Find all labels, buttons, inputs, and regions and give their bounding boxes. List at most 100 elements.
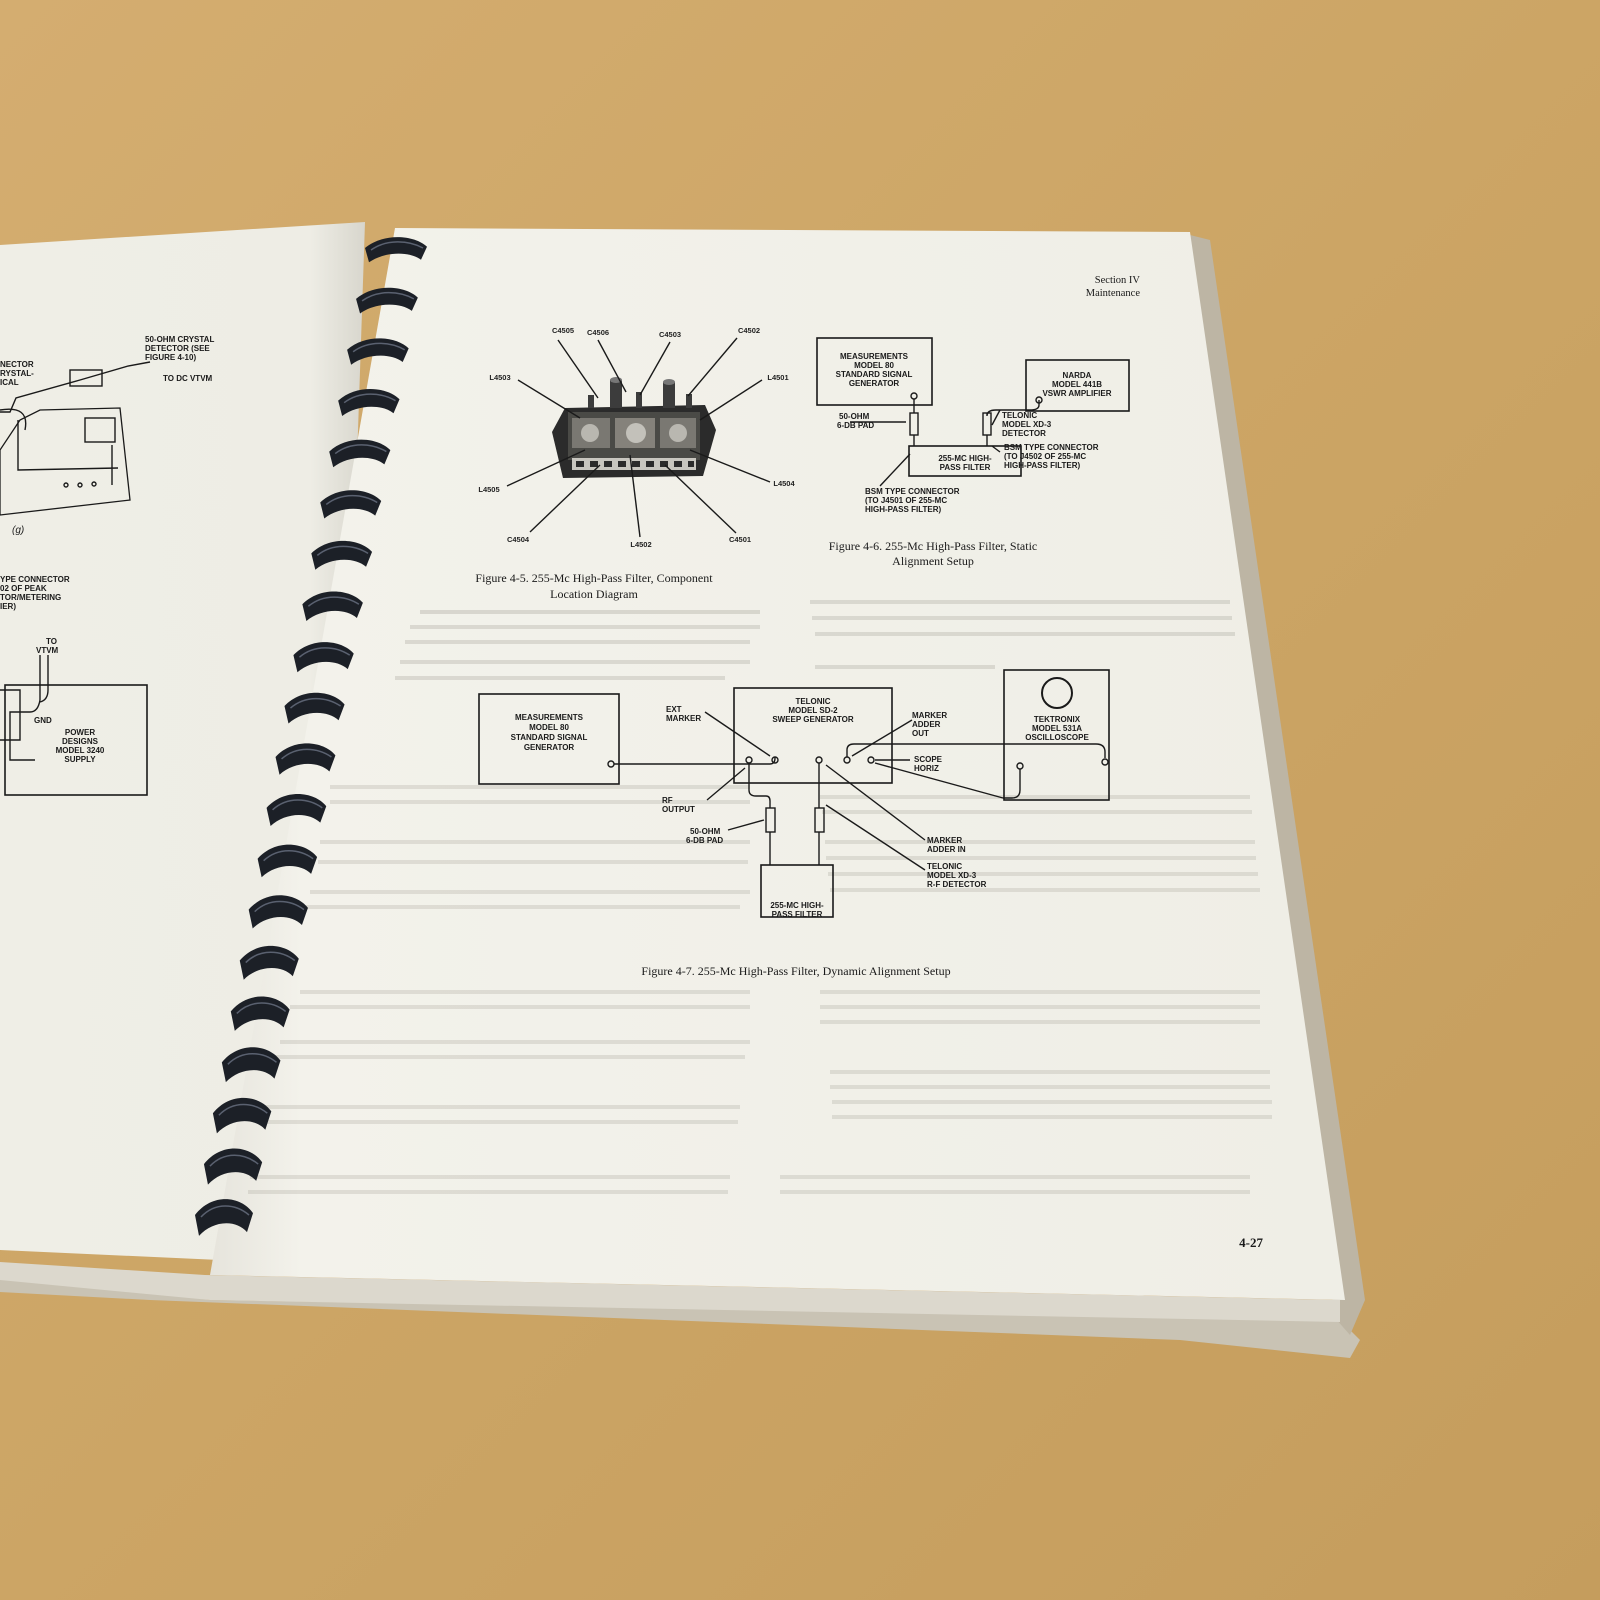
binding-highlight [200,1205,250,1218]
dyn-filter-box [760,864,834,918]
label-l4503: L4503 [489,373,510,382]
connector-right-line-2: (TO J4502 OF 255-MC [1004,452,1086,461]
binding-highlight [307,596,360,607]
book-cover-edge [0,1275,1360,1358]
binding-highlight [281,748,332,760]
sweep-generator-box [733,687,893,784]
pad-line-1: 50-OHM [839,412,870,421]
dyn-pad-line-2: 6-DB PAD [686,836,723,845]
type-connector-4: IER) [0,602,16,611]
sweep-line-2: MODEL SD-2 [788,706,838,715]
detector-line-2: MODEL XD-3 [1002,420,1052,429]
connector-left-line-3: HIGH-PASS FILTER) [865,505,941,514]
binding-highlight [352,342,406,353]
figure-4-6-caption-2: Alignment Setup [892,554,974,568]
supply-line-2: DESIGNS [62,737,99,746]
label-l4504: L4504 [773,479,795,488]
type-connector-3: TOR/METERING [0,593,61,602]
oscilloscope-box [1003,669,1110,801]
binding-highlight [227,1053,277,1065]
signal-generator-line-2: MODEL 80 [529,723,569,732]
marker-adder-out-line-1: MARKER [912,711,947,720]
amplifier-box [1025,359,1130,412]
signal-generator-line-3: STANDARD SIGNAL [511,733,588,742]
scope-line-3: OSCILLOSCOPE [1025,733,1089,742]
connector-right-line-3: HIGH-PASS FILTER) [1004,461,1080,470]
scope-horiz-line-2: HORIZ [914,764,939,773]
binding-highlight [254,900,305,913]
bleed-through-text [248,600,1272,1194]
connector-partial-1: NECTOR [0,360,34,369]
amplifier-line-3: VSWR AMPLIFIER [1042,389,1111,398]
amplifier-line-2: MODEL 441B [1052,380,1102,389]
type-connector-2: 02 OF PEAK [0,584,47,593]
detector-line-1: TELONIC [1002,411,1037,420]
binding-highlight [236,1002,287,1014]
binding-highlight [325,494,378,506]
filter-line-2: PASS FILTER [940,463,991,472]
binding-highlight [218,1103,268,1116]
sweep-line-1: TELONIC [795,697,830,706]
connector-right-line-1: BSM TYPE CONNECTOR [1004,443,1099,452]
section-title: Maintenance [1086,288,1141,299]
connector-partial-2: RYSTAL- [0,369,34,378]
left-page-diagram: 50-OHM CRYSTAL DETECTOR (SEE FIGURE 4-10… [0,335,214,796]
generator-line-4: GENERATOR [849,379,900,388]
filter-box [908,445,1022,477]
page-number: 4-27 [1239,1235,1263,1250]
scope-line-1: TEKTRONIX [1034,715,1081,724]
label-c4504: C4504 [507,535,530,544]
dyn-filter-line-2: PASS FILTER [772,910,823,919]
label-l4501: L4501 [767,373,788,382]
oscilloscope-screen [1041,677,1073,709]
signal-generator-line-4: GENERATOR [524,743,575,752]
marker-adder-in-line-1: MARKER [927,836,962,845]
supply-line-3: MODEL 3240 [56,746,105,755]
label-c4502: C4502 [738,326,760,335]
binding-highlight [245,951,296,964]
binding-highlight [343,393,396,404]
dyn-detector-line-3: R-F DETECTOR [927,880,987,889]
gnd-label: GND [34,716,52,725]
label-l4502: L4502 [630,540,651,549]
figure-4-7: MEASUREMENTS MODEL 80 STANDARD SIGNAL GE… [478,669,1110,978]
binding-highlight [298,647,351,658]
pad-line-2: 6-DB PAD [837,421,874,430]
vtvm-label: VTVM [36,646,59,655]
dyn-detector-line-2: MODEL XD-3 [927,871,977,880]
binding-highlight [334,444,387,455]
label-l4505: L4505 [478,485,499,494]
generator-line-1: MEASUREMENTS [840,352,909,361]
page-stack-edge [1190,235,1365,1335]
filter-line-1: 255-MC HIGH- [938,454,992,463]
amplifier-line-1: NARDA [1063,371,1092,380]
right-page [210,228,1345,1300]
to-label: TO [46,637,57,646]
rf-output-line-1: RF [662,796,673,805]
rf-output-line-2: OUTPUT [662,805,695,814]
marker-adder-out-line-3: OUT [912,729,929,738]
scope-horiz-line-1: SCOPE [914,755,943,764]
crystal-line-2: DETECTOR (SEE [145,344,210,353]
binding-highlight [263,850,314,862]
binding-highlight [316,545,369,556]
figure-4-5-caption-2: Location Diagram [550,587,638,601]
label-c4506: C4506 [587,328,609,337]
figure-4-7-caption: Figure 4-7. 255-Mc High-Pass Filter, Dyn… [641,964,950,978]
generator-line-2: MODEL 80 [854,361,894,370]
binding-highlight [289,697,341,709]
signal-generator-box [478,693,620,785]
label-c4501: C4501 [729,535,751,544]
figure-4-5-caption: Figure 4-5. 255-Mc High-Pass Filter, Com… [475,571,713,585]
binding-highlight [370,241,424,251]
generator-line-3: STANDARD SIGNAL [836,370,913,379]
ext-marker-line-1: EXT [666,705,682,714]
filter-component-photo [552,377,716,478]
label-c4505: C4505 [552,326,574,335]
to-dc-vtvm: TO DC VTVM [163,374,213,383]
signal-generator-line-1: MEASUREMENTS [515,713,584,722]
connector-partial-3: ICAL [0,378,19,387]
dyn-detector-line-1: TELONIC [927,862,962,871]
